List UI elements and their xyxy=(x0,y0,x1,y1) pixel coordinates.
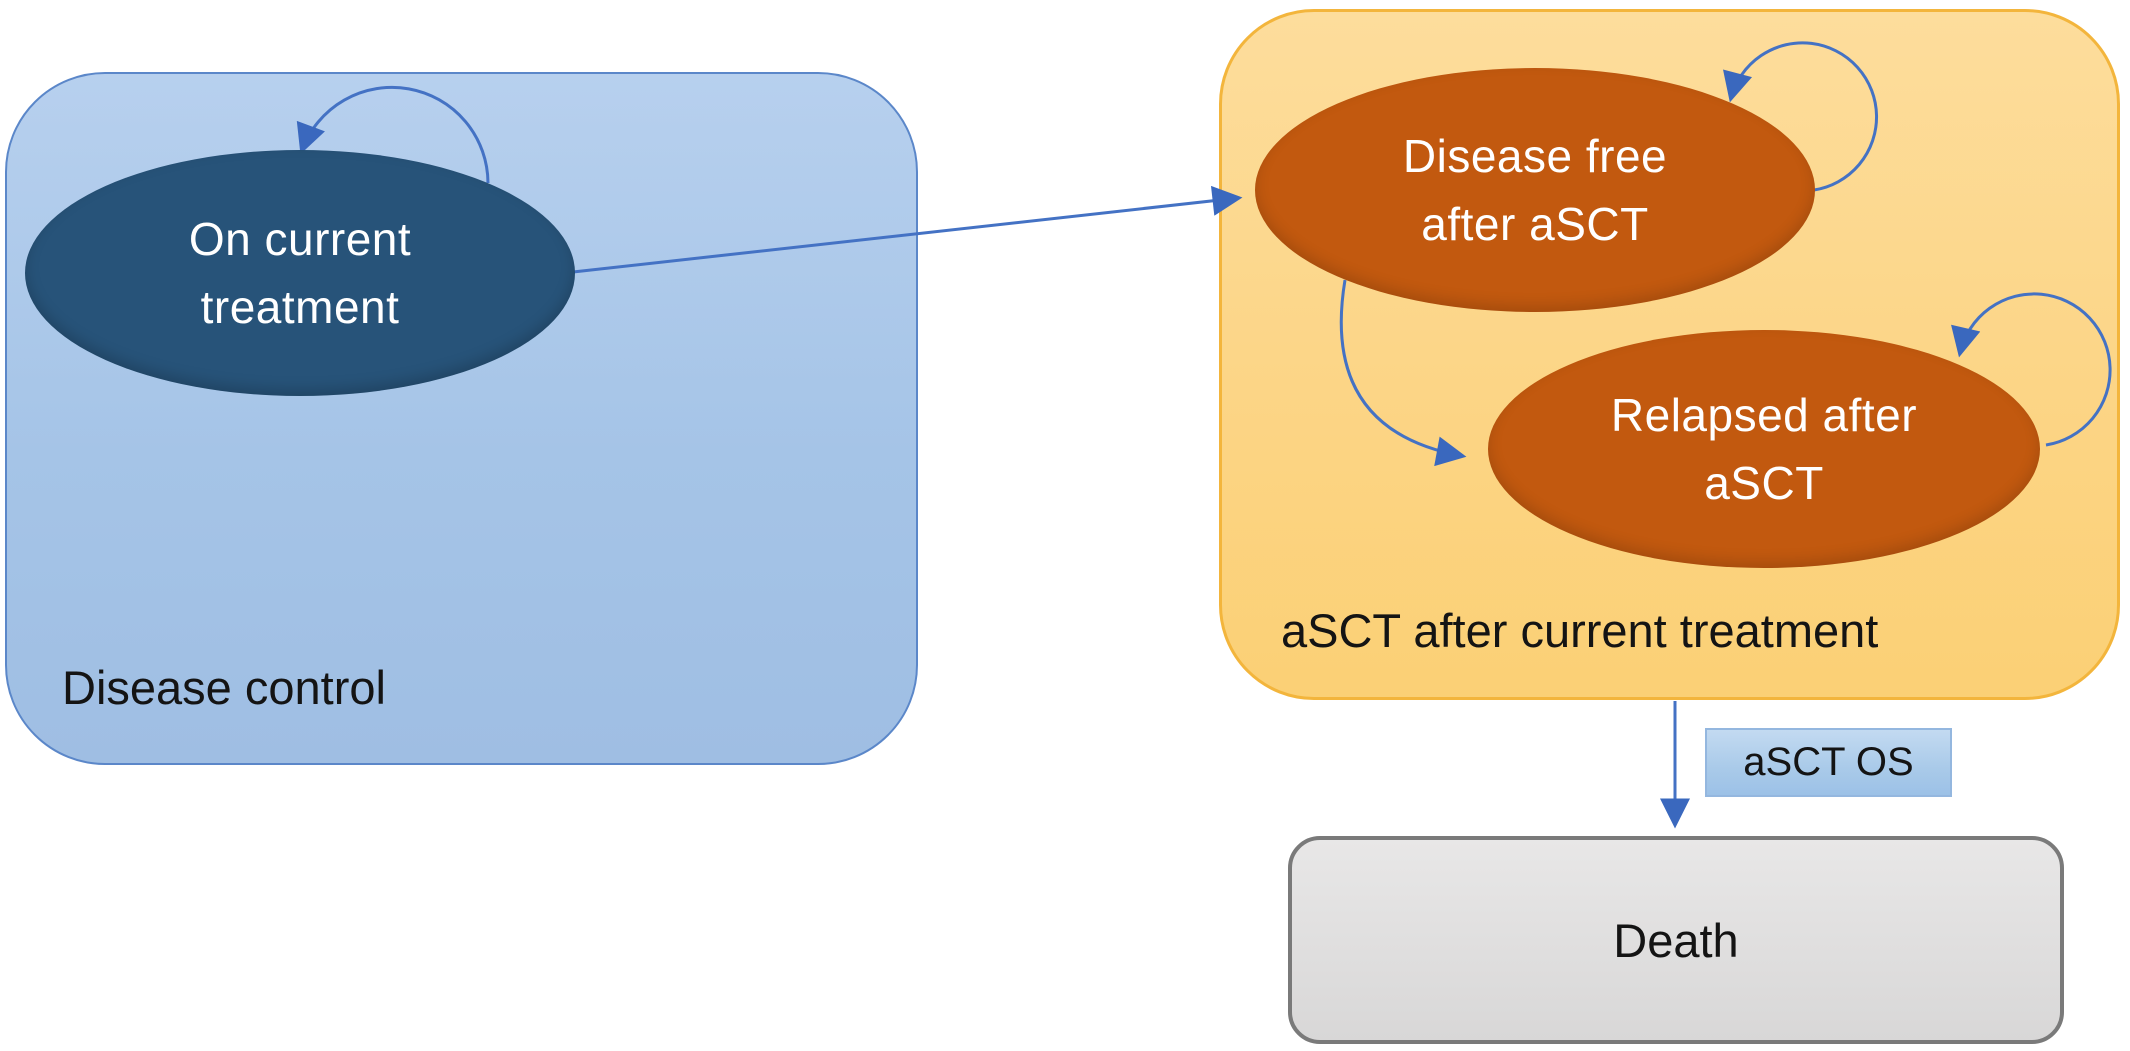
state-relapsed-after-asct: Relapsed after aSCT xyxy=(1488,330,2040,568)
asct-group-label: aSCT after current treatment xyxy=(1281,604,1879,657)
state-on-current-treatment-line1: On current xyxy=(188,213,412,265)
state-disease-free-line2: after aSCT xyxy=(1421,198,1649,250)
state-relapsed-line1: Relapsed after xyxy=(1610,389,1918,441)
state-on-current-treatment: On current treatment xyxy=(25,150,575,396)
state-death: Death xyxy=(1288,836,2064,1044)
state-disease-free-line1: Disease free xyxy=(1402,130,1668,182)
asct-os-transition-text: aSCT OS xyxy=(1743,740,1914,784)
state-death-label: Death xyxy=(1613,913,1739,967)
asct-os-transition-label: aSCT OS xyxy=(1705,728,1952,797)
state-on-current-treatment-line2: treatment xyxy=(200,281,400,333)
state-relapsed-line2: aSCT xyxy=(1704,457,1824,509)
disease-control-group-label: Disease control xyxy=(62,661,386,714)
state-disease-free-after-asct: Disease free after aSCT xyxy=(1255,68,1815,312)
